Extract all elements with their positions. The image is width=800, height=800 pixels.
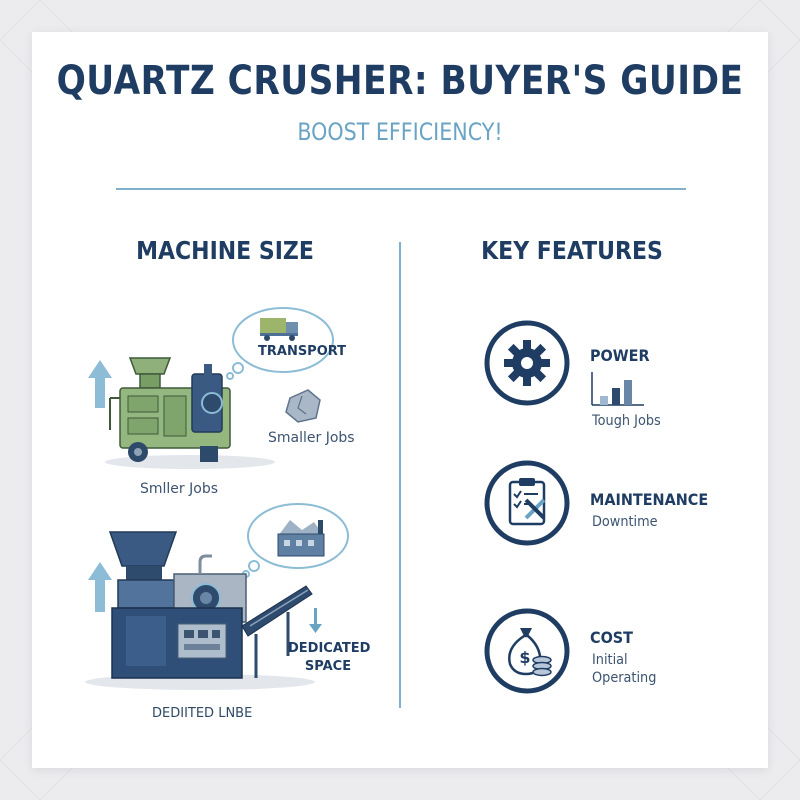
maintenance-sub: Downtime (592, 514, 658, 530)
large-machine-illustration (85, 503, 349, 690)
down-arrow-icon (309, 608, 322, 633)
truck-icon (260, 318, 298, 341)
bar-chart-icon (591, 372, 644, 406)
page-subtitle: BOOST EFFICIENCY! (297, 118, 503, 146)
power-sub: Tough Jobs (592, 413, 661, 429)
key-features-heading: KEY FEATURES (481, 236, 663, 265)
maintenance-feature-badge (484, 460, 570, 546)
small-crusher-machine (109, 357, 231, 462)
power-feature-badge (484, 320, 570, 406)
header-divider (116, 188, 686, 190)
power-title: POWER (590, 346, 650, 365)
cost-sub-initial: Initial (592, 652, 628, 668)
cost-title: COST (590, 628, 634, 647)
factory-icon (277, 520, 325, 557)
transport-label: TRANSPORT (258, 344, 347, 359)
dedicated-label-line2: SPACE (304, 659, 352, 674)
dedicated-label-line1: DEDICATED (288, 641, 371, 656)
money-bag-icon: $ (508, 628, 552, 677)
rock-icon (285, 389, 321, 423)
maintenance-title: MAINTENANCE (590, 490, 709, 509)
up-arrow-icon (88, 562, 112, 612)
dedicated-space-label: DEDICATED SPACE (288, 640, 371, 676)
small-machine-illustration (88, 307, 334, 469)
clipboard-tools-icon (508, 478, 546, 526)
smaller-jobs-label: Smaller Jobs (268, 430, 355, 446)
cost-feature-badge: $ (484, 608, 570, 694)
large-machine-caption: DEDIITED LNBE (152, 706, 253, 721)
up-arrow-icon (88, 360, 112, 408)
machine-size-heading: MACHINE SIZE (136, 236, 314, 265)
cost-sub-operating: Operating (592, 670, 657, 686)
svg-text:$: $ (519, 648, 530, 667)
page-title: QUARTZ CRUSHER: BUYER'S GUIDE (56, 58, 744, 104)
small-machine-caption: Smller Jobs (140, 481, 218, 497)
thought-bubble (226, 307, 334, 380)
gear-icon (504, 340, 550, 386)
large-crusher-machine (108, 531, 313, 679)
column-divider (399, 242, 401, 708)
